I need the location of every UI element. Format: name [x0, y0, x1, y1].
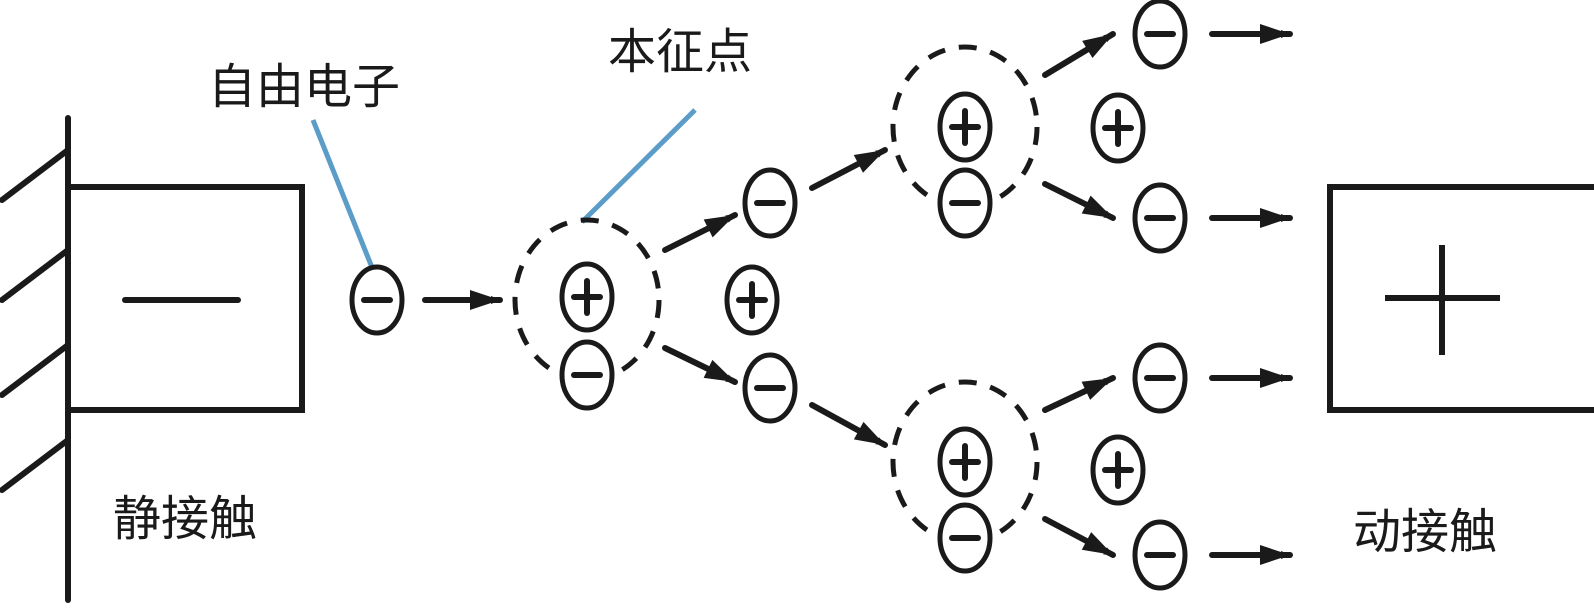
- wall-hatch: [0, 147, 71, 203]
- label-free-electron: 自由电子: [208, 59, 400, 115]
- label-intrinsic-point: 本征点: [608, 24, 752, 80]
- arrow-head: [703, 359, 735, 382]
- arrow-head: [853, 421, 885, 445]
- arrow-head: [470, 290, 500, 310]
- intrinsic-point-boundary: [512, 217, 662, 383]
- arrow-head: [703, 215, 735, 238]
- arrow-head: [1081, 532, 1113, 555]
- static-contact: [0, 115, 305, 603]
- moving-contact-box: [1327, 184, 1594, 413]
- intrinsic-point-boundary: [890, 379, 1040, 545]
- arrow-head: [853, 150, 885, 173]
- arrow-head: [1260, 545, 1290, 565]
- moving-contact: [1327, 184, 1594, 413]
- intrinsic-point-leader: [580, 108, 697, 224]
- static-contact-box: [65, 184, 305, 413]
- intrinsic-point-boundary: [890, 44, 1040, 210]
- wall-hatch: [0, 437, 71, 493]
- free-electron-leader: [310, 119, 376, 271]
- arrow-head: [1081, 378, 1113, 400]
- arrow-head: [1081, 195, 1113, 218]
- label-moving-contact: 动接触: [1353, 504, 1497, 560]
- arrow-head: [1260, 208, 1290, 228]
- label-static-contact: 静接触: [113, 491, 257, 547]
- wall-hatch: [0, 342, 71, 398]
- arrow-head: [1082, 34, 1113, 59]
- arrow-head: [1260, 24, 1290, 44]
- wall-hatch: [0, 247, 71, 303]
- arrow-head: [1260, 368, 1290, 388]
